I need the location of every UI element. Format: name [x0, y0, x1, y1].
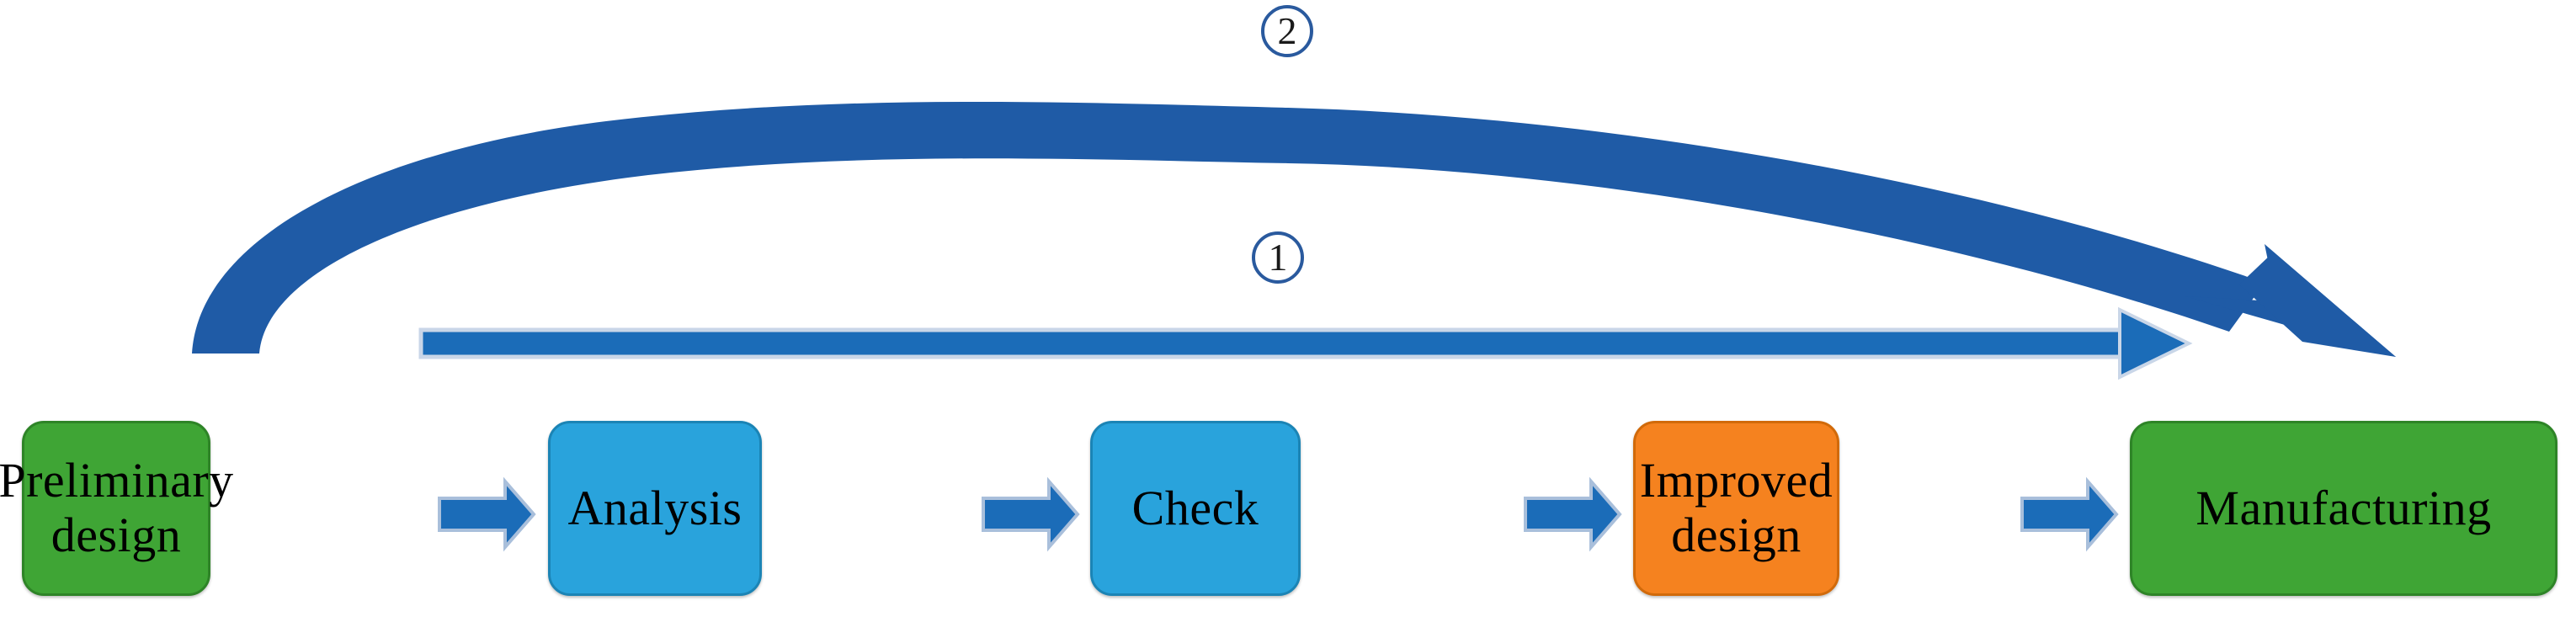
straight-process-arrow[interactable] [418, 306, 2193, 380]
curved-feedback-arrow[interactable] [192, 101, 2396, 357]
step-marker-label: 2 [1277, 9, 1297, 52]
process-box-improved-design[interactable]: Improved design [1633, 421, 1839, 596]
process-box-analysis[interactable]: Analysis [548, 421, 762, 596]
connector-arrow-1[interactable] [438, 476, 536, 552]
process-box-manufacturing[interactable]: Manufacturing [2130, 421, 2557, 596]
process-box-label: Analysis [567, 480, 742, 535]
connector-arrow-4[interactable] [2020, 476, 2119, 552]
curved-feedback-arrow-body [192, 101, 2265, 354]
straight-process-arrowhead [2118, 306, 2193, 380]
process-box-preliminary-design[interactable]: Preliminary design [0, 421, 233, 596]
step-marker-label: 1 [1268, 236, 1288, 279]
step-marker-1[interactable]: 1 [1252, 231, 1304, 284]
process-box-check[interactable]: Check [1090, 421, 1301, 596]
curved-feedback-arrowhead-fill [2239, 253, 2396, 357]
process-box-label: Check [1131, 480, 1259, 535]
process-box-label: Preliminary design [0, 453, 234, 562]
process-box-label: Improved design [1639, 453, 1834, 562]
connector-arrows-layer [438, 476, 2119, 552]
connector-arrow-2[interactable] [982, 476, 1080, 552]
straight-process-arrow-shaft [418, 327, 2141, 359]
step-marker-2[interactable]: 2 [1261, 5, 1313, 57]
connector-arrow-3[interactable] [1524, 476, 1622, 552]
process-box-label: Manufacturing [2195, 480, 2492, 535]
